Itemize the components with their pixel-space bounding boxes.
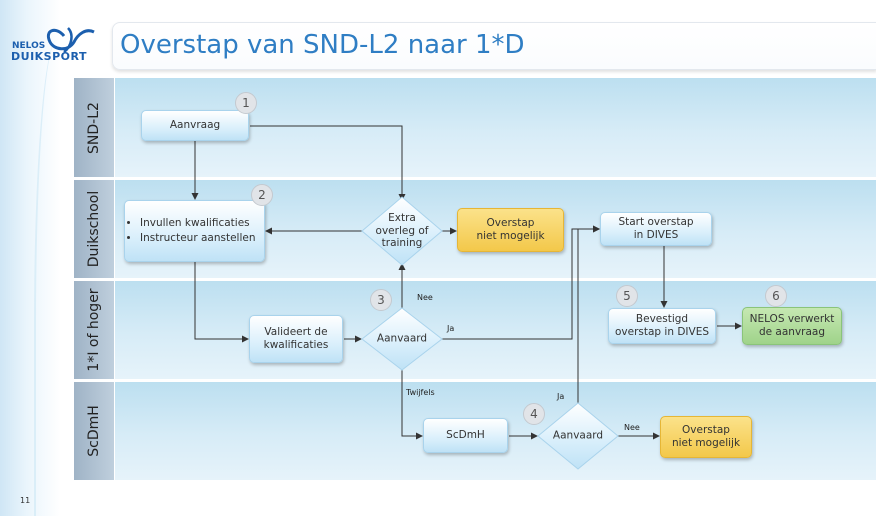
step-number-3: 3 [370, 289, 392, 311]
step-valideert: Valideert de kwalificaties [249, 315, 343, 363]
step-number-4: 4 [523, 403, 545, 425]
step-bevestigd: Bevestigd overstap in DIVES [608, 308, 716, 344]
step-overstap-niet-mogelijk-1: Overstap niet mogelijk [457, 208, 564, 252]
step-scdmh: ScDmH [423, 418, 508, 453]
step-nelos-verwerkt: NELOS verwerkt de aanvraag [742, 307, 842, 345]
logo-text-nelos: NELOS [12, 41, 46, 51]
edge-label-nee-2: Nee [624, 423, 640, 432]
lane-label-duikschool: Duikschool [74, 180, 114, 278]
step-number-2: 2 [251, 184, 273, 206]
decision-aanvaard-2 [537, 402, 619, 470]
edge-label-ja-2: Ja [557, 392, 565, 401]
decision-aanvaard-1 [361, 307, 443, 371]
kwalificaties-list: Invullen kwalificaties Instructeur aanst… [131, 216, 256, 245]
lane-label-scdmh: ScDmH [74, 382, 114, 480]
step-number-1: 1 [235, 92, 257, 114]
step-number-6: 6 [765, 285, 787, 307]
edge-aanvaard2-ja-to-start [577, 225, 600, 403]
step-kwalificaties: Invullen kwalificaties Instructeur aanst… [124, 200, 265, 262]
lane-label-1i-of-hoger: 1*I of hoger [74, 281, 114, 379]
edge-aanvraag-to-extra [250, 125, 406, 201]
edge-label-ja-1: Ja [447, 324, 455, 333]
side-decoration-curve [34, 40, 72, 516]
nelos-logo-icon [47, 27, 95, 53]
edge-aanvaard-twijfels-to-scdmh [401, 370, 423, 440]
edge-kwalificaties-to-valideert [194, 262, 249, 343]
step-aanvraag: Aanvraag [141, 110, 249, 141]
decision-extra-overleg [361, 196, 443, 266]
page-title: Overstap van SND-L2 naar 1*D [120, 30, 525, 60]
decision-extra-overleg-label: Extra overleg of training [375, 212, 429, 250]
decision-aanvaard-2-label: Aanvaard [552, 429, 604, 442]
slide-number: 11 [20, 496, 31, 505]
step-number-5: 5 [616, 285, 638, 307]
edge-label-nee-1: Nee [417, 293, 433, 302]
logo-text-duiksport: DUIKSPORT [11, 50, 87, 63]
decision-aanvaard-1-label: Aanvaard [376, 332, 428, 345]
edge-label-twijfels: Twijfels [406, 388, 435, 397]
lane-label-snd-l2: SND-L2 [74, 78, 114, 177]
step-overstap-niet-mogelijk-2: Overstap niet mogelijk [660, 416, 752, 458]
step-start-overstap: Start overstap in DIVES [600, 212, 712, 246]
title-bar [112, 22, 876, 70]
